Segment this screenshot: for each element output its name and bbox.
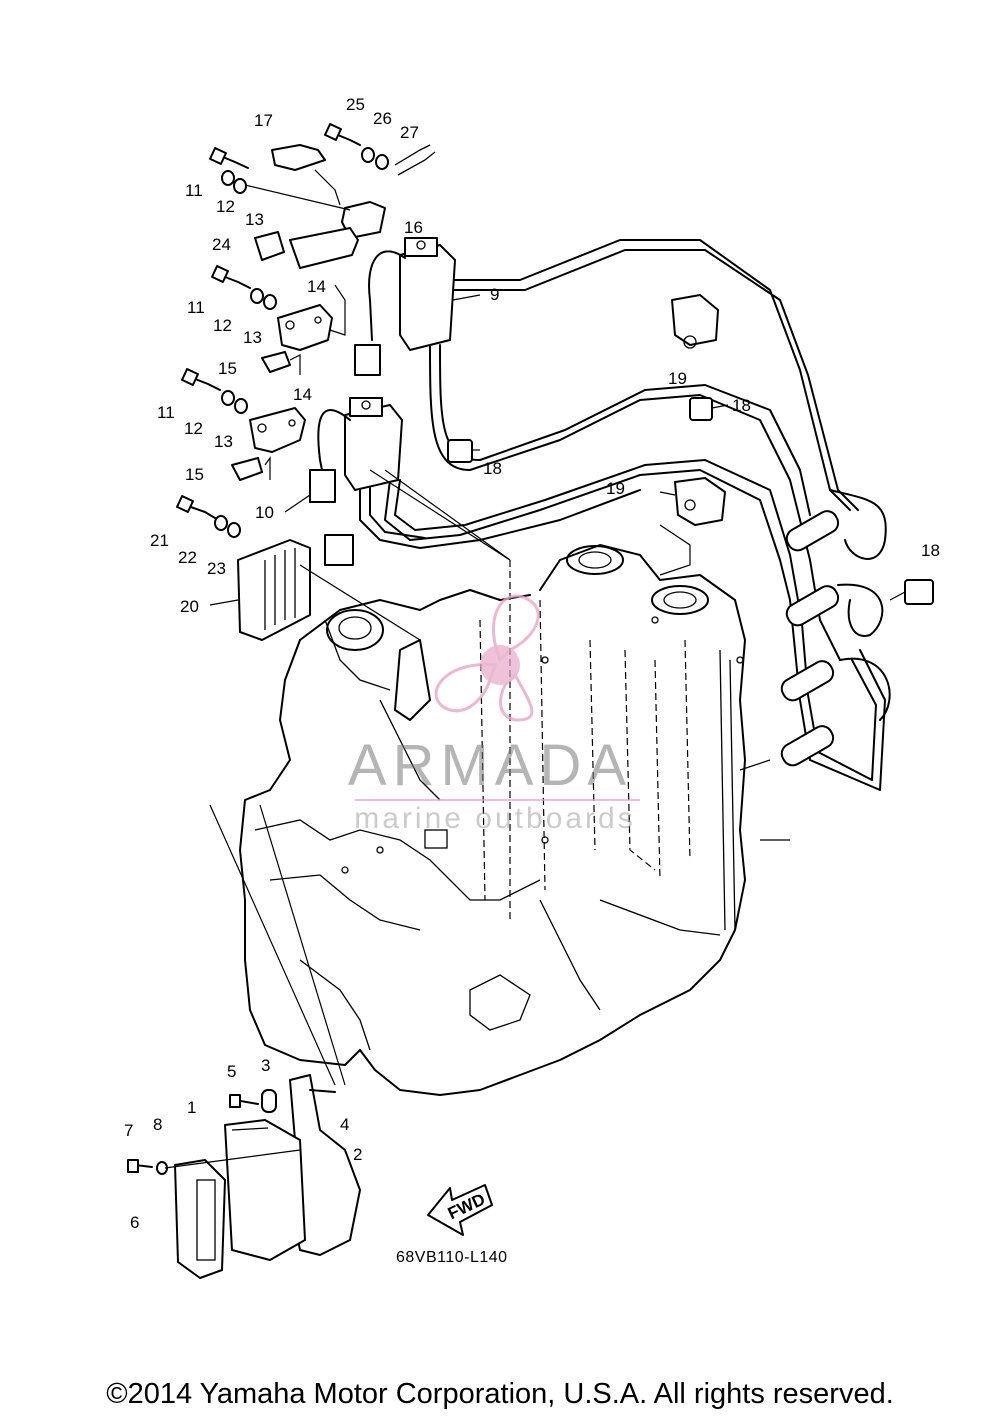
callout-18a: 18 [732, 396, 751, 415]
holder-top [244, 144, 386, 269]
reference-code: 68VB110-L140 [396, 1249, 508, 1266]
callout-6: 6 [130, 1213, 139, 1232]
callout-12b: 12 [213, 316, 232, 335]
callout-24: 24 [212, 235, 231, 254]
callout-25: 25 [346, 95, 365, 114]
callout-7: 7 [124, 1121, 133, 1140]
callout-18b: 18 [483, 459, 502, 478]
clamp-24 [254, 231, 285, 261]
holder-19-lower [659, 477, 726, 576]
callout-18c: 18 [921, 541, 940, 560]
bolts-washers [176, 123, 436, 538]
holder-19-upper [671, 294, 719, 349]
callout-13b: 13 [243, 328, 262, 347]
callout-labels: 1 2 3 4 5 6 7 8 9 10 11 12 13 11 12 13 1… [124, 95, 940, 1232]
callout-13a: 13 [245, 210, 264, 229]
callout-21: 21 [150, 531, 169, 550]
armada-watermark: ARMADA marine outboards [348, 594, 640, 835]
callout-3: 3 [261, 1056, 270, 1075]
propeller-logo [434, 594, 540, 722]
assembly-leaders [369, 469, 790, 841]
callout-26: 26 [373, 109, 392, 128]
callout-8: 8 [153, 1115, 162, 1134]
clamp-lower [231, 456, 271, 481]
callout-1: 1 [187, 1098, 196, 1117]
callout-11b: 11 [187, 298, 205, 317]
clip-18-c [889, 579, 934, 605]
bracket-upper [277, 284, 346, 351]
callout-15a: 15 [218, 359, 237, 378]
clip-18-b [447, 439, 480, 463]
engine-block [239, 544, 746, 1096]
callout-19b: 19 [606, 479, 625, 498]
callout-13c: 13 [214, 432, 233, 451]
watermark-title: ARMADA [348, 733, 632, 798]
callout-11a: 11 [185, 181, 203, 200]
callout-14b: 14 [293, 385, 312, 404]
clip-18-a [689, 397, 729, 421]
rectifier-regulator [209, 534, 421, 641]
callout-2: 2 [353, 1145, 362, 1164]
callout-14a: 14 [307, 277, 326, 296]
callout-11c: 11 [157, 403, 175, 422]
callout-12c: 12 [184, 419, 203, 438]
callout-20: 20 [180, 597, 199, 616]
callout-27: 27 [400, 123, 419, 142]
callout-12a: 12 [216, 197, 235, 216]
callout-9: 9 [490, 285, 499, 304]
ignition-coil-lower [284, 397, 403, 513]
callout-22: 22 [178, 548, 197, 567]
callout-16: 16 [404, 218, 423, 237]
ecu-assembly [127, 804, 361, 1279]
callout-5: 5 [227, 1062, 236, 1081]
callout-10: 10 [255, 503, 274, 522]
watermark-subtitle: marine outboards [354, 802, 635, 835]
copyright-notice: ©2014 Yamaha Motor Corporation, U.S.A. A… [106, 1378, 894, 1410]
callout-17: 17 [254, 111, 273, 130]
spark-plug-caps [780, 510, 840, 767]
callout-4: 4 [340, 1115, 349, 1134]
ignition-coil-upper [354, 237, 481, 376]
clamp-upper [261, 351, 301, 375]
callout-19a: 19 [668, 369, 687, 388]
callout-15b: 15 [185, 465, 204, 484]
bracket-lower [249, 407, 306, 453]
callout-23: 23 [207, 559, 226, 578]
fwd-arrow: FWD [427, 1184, 493, 1236]
